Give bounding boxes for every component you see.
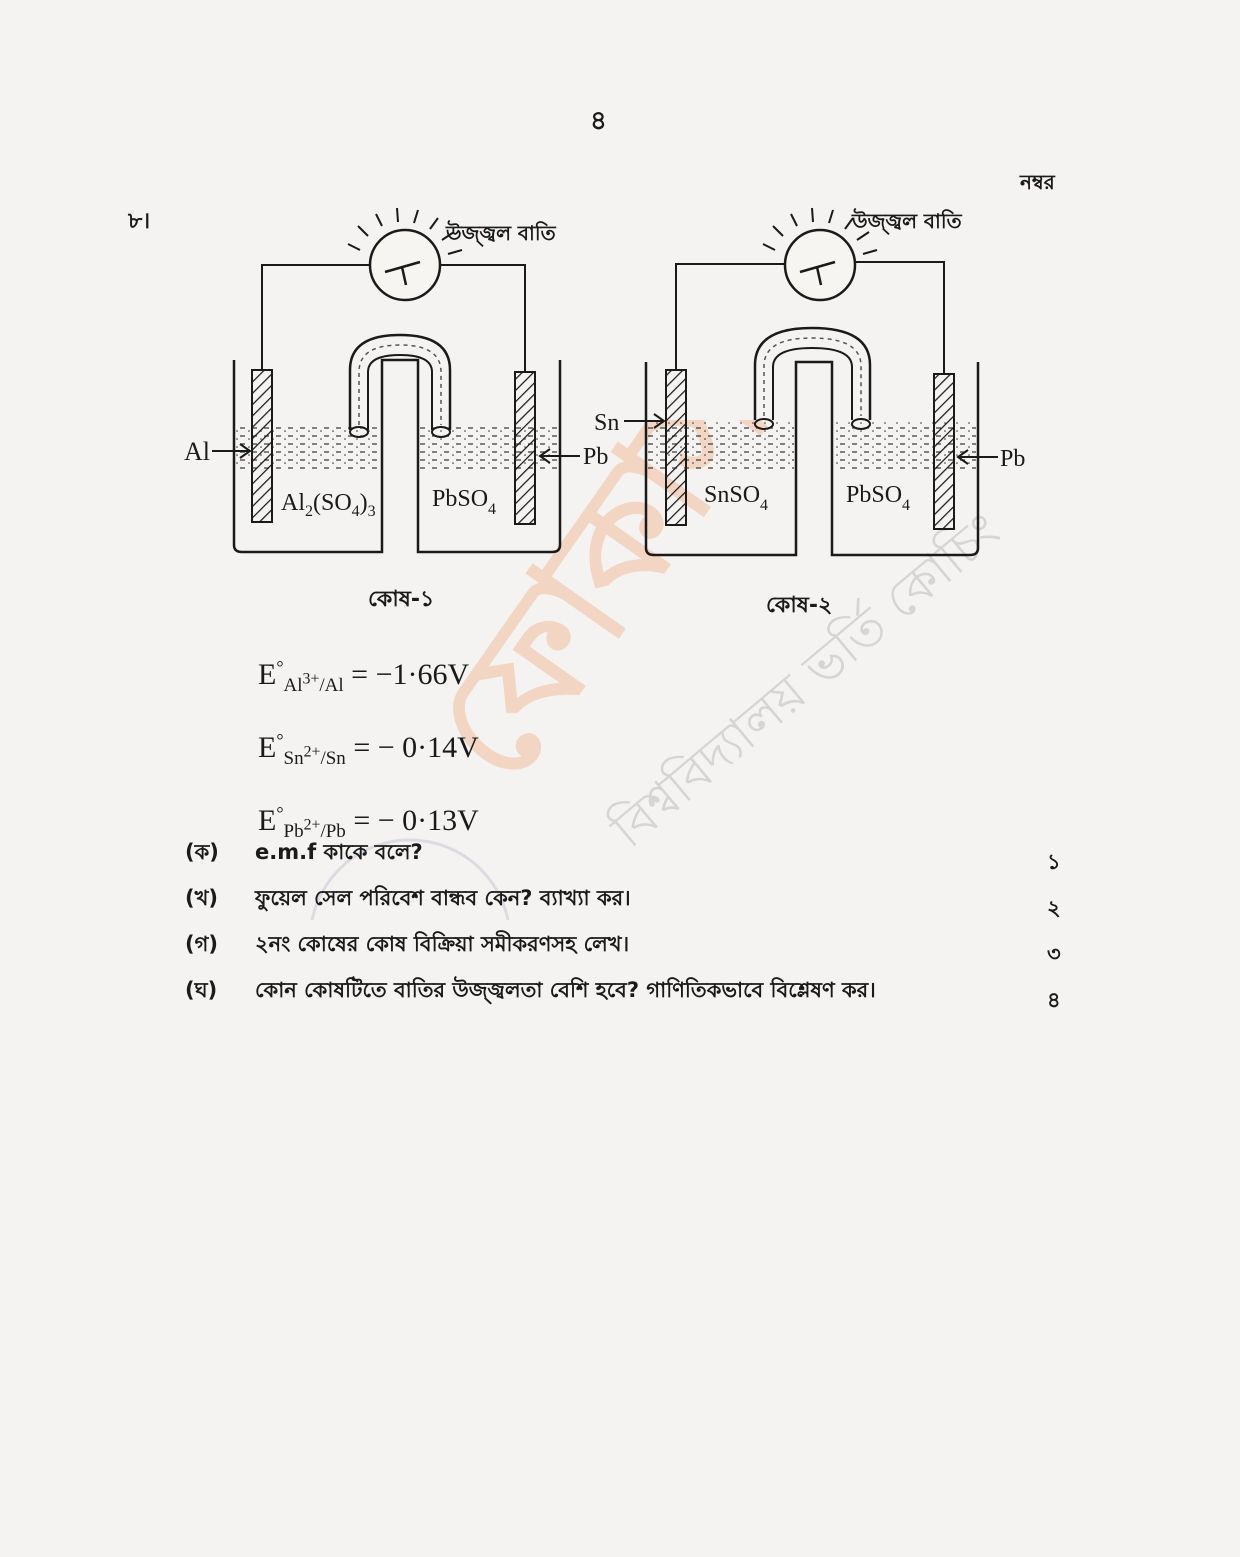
sub-question-marks: ৩ <box>1047 942 1061 966</box>
sub-question: (খ) ফুয়েল সেল পরিবেশ বান্ধব কেন? ব্যাখ্… <box>185 878 1085 924</box>
cell-1-container <box>232 358 562 554</box>
cell-2-container <box>644 360 980 557</box>
cell-2-salt-bridge-outer <box>753 326 872 420</box>
cell-2-right-solution-label: PbSO4 <box>846 482 910 514</box>
sub-question: (গ) ২নং কোষের কোষ বিক্রিয়া সমীকরণসহ লেখ… <box>185 924 1085 970</box>
cell-2-sn-electrode <box>665 369 687 526</box>
potential-sn: E°Sn2+/Sn = − 0·14V <box>258 730 479 769</box>
cell-1-bulb-label: উজ্জ্বল বাতি <box>445 220 557 247</box>
cell-2: উজ্জ্বল বাতি Sn Pb SnSO4 PbSO4 কোষ-২ <box>594 207 1025 618</box>
standard-potentials: E°Al3+/Al = −1·66V E°Sn2+/Sn = − 0·14V E… <box>258 640 479 859</box>
cell-1-wire-left <box>261 264 370 370</box>
cell-1-right-solution-label: PbSO4 <box>432 486 496 518</box>
sub-question-text: কোন কোষটিতে বাতির উজ্জ্বলতা বেশি হবে? গা… <box>255 978 876 1002</box>
cell-1-al-electrode <box>251 369 273 523</box>
sub-question-label: (গ) <box>185 932 218 956</box>
cell-2-wire-right <box>855 261 945 374</box>
cell-2-caption: কোষ-২ <box>766 593 832 618</box>
sub-question: (ঘ) কোন কোষটিতে বাতির উজ্জ্বলতা বেশি হবে… <box>185 970 1085 1016</box>
galvanic-cells-diagram: উজ্জ্বল বাতি Al Pb Al2(SO4)3 PbSO4 কোষ-১ <box>184 207 1025 618</box>
sub-question-text: ফুয়েল সেল পরিবেশ বান্ধব কেন? ব্যাখ্যা ক… <box>255 886 631 910</box>
sub-question-text: e.m.f কাকে বলে? <box>255 840 423 864</box>
cell-1-pb-electrode <box>514 371 536 525</box>
cell-2-wire-left <box>675 263 785 370</box>
potential-al: E°Al3+/Al = −1·66V <box>258 657 470 696</box>
cell-2-left-electrode-label: Sn <box>594 410 619 436</box>
cell-2-pb-electrode <box>933 373 955 530</box>
cell-2-salt-bridge-inner <box>772 346 853 420</box>
sub-question-label: (ঘ) <box>185 978 218 1002</box>
sub-question-label: (ক) <box>185 840 219 864</box>
sub-question-text: ২নং কোষের কোষ বিক্রিয়া সমীকরণসহ লেখ। <box>255 932 630 956</box>
cell-1-wire-right <box>440 264 526 372</box>
potential-pb: E°Pb2+/Pb = − 0·13V <box>258 803 479 842</box>
cell-1-salt-bridge-outer <box>348 333 452 430</box>
cell-2-bulb-rays <box>762 207 878 255</box>
cell-1-caption: কোষ-১ <box>368 587 434 612</box>
watermark-seal <box>310 838 510 920</box>
sub-questions: (ক) e.m.f কাকে বলে? ১ (খ) ফুয়েল সেল পরি… <box>185 832 1085 1016</box>
cell-1-right-electrode-label: Pb <box>583 444 608 470</box>
cell-1-left-electrode-label: Al <box>184 437 210 466</box>
sub-question: (ক) e.m.f কাকে বলে? ১ <box>185 832 1085 878</box>
watermark-logo: ফোকাস বিশ্ববিদ্যালয় ভর্তি কোচিং <box>310 420 1000 920</box>
cell-1-bulb-rays <box>347 207 463 255</box>
cell-1-salt-bridge-inner <box>367 353 433 430</box>
cell-2-left-solution-label: SnSO4 <box>704 482 768 514</box>
sub-question-marks: ৪ <box>1047 988 1061 1012</box>
cell-2-bulb-label: উজ্জ্বল বাতি <box>851 208 963 235</box>
cell-2-right-electrode-label: Pb <box>1000 446 1025 472</box>
sub-question-marks: ২ <box>1047 896 1061 920</box>
cell-1-right-solution <box>420 426 558 470</box>
marks-column-header: নম্বর <box>1020 170 1055 194</box>
sub-question-marks: ১ <box>1047 850 1061 874</box>
sub-question-label: (খ) <box>185 886 218 910</box>
question-number: ৮। <box>128 208 151 234</box>
page-number: ৪ <box>590 106 607 136</box>
cell-1: উজ্জ্বল বাতি Al Pb Al2(SO4)3 PbSO4 কোষ-১ <box>184 207 608 612</box>
cell-1-left-solution-label: Al2(SO4)3 <box>281 490 376 520</box>
